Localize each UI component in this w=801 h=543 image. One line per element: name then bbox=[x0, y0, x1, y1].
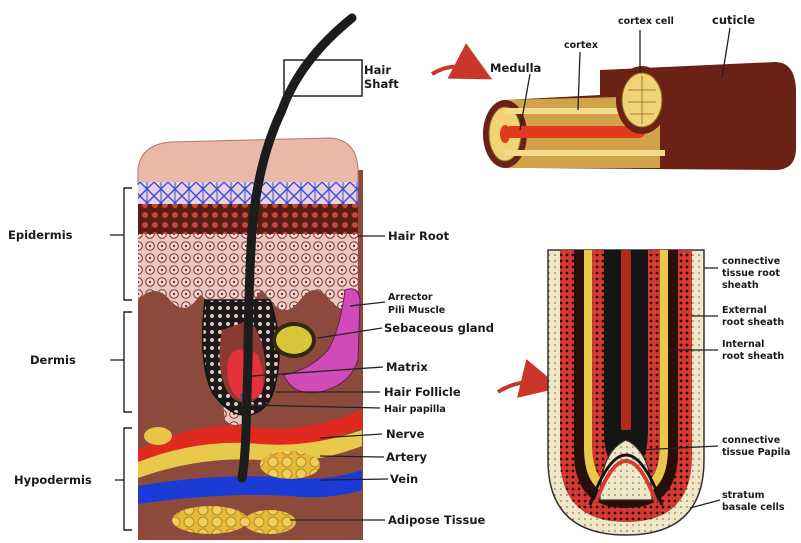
hair-papilla-label: Hair papilla bbox=[384, 404, 446, 415]
hypodermis-label: Hypodermis bbox=[14, 473, 92, 487]
fat-cluster bbox=[144, 427, 172, 445]
adipose-tissue bbox=[172, 506, 248, 534]
external-root-sheath-label-line2: root sheath bbox=[722, 317, 784, 328]
hair-shaft-label-line1: Hair bbox=[364, 63, 391, 77]
artery-label: Artery bbox=[386, 450, 428, 464]
arrow-to-shaft-detail bbox=[432, 66, 478, 74]
medulla-rod bbox=[505, 126, 645, 138]
connective-root-sheath-label-line3: sheath bbox=[722, 280, 759, 291]
arrector-pili-label-line2: Pili Muscle bbox=[388, 305, 445, 316]
dermis-label: Dermis bbox=[30, 353, 76, 367]
stratum-basale-label-line1: stratum bbox=[722, 490, 765, 501]
vein-label: Vein bbox=[390, 472, 418, 486]
connective-root-sheath-label-line2: tissue root bbox=[722, 268, 780, 279]
medulla-label: Medulla bbox=[490, 61, 541, 75]
adipose-tissue bbox=[244, 510, 296, 534]
fat-cluster bbox=[260, 451, 320, 479]
connective-root-sheath-label-line1: connective bbox=[722, 256, 780, 267]
arrow-to-follicle-detail bbox=[498, 382, 545, 392]
adipose-tissue-label: Adipose Tissue bbox=[388, 513, 486, 527]
epidermis-label: Epidermis bbox=[8, 228, 73, 242]
cortex-stripe bbox=[505, 150, 665, 156]
hair-shaft-label-line2: Shaft bbox=[364, 77, 399, 91]
cortex-cell-label: cortex cell bbox=[618, 16, 674, 27]
matrix-label: Matrix bbox=[386, 360, 428, 374]
sebaceous-gland-inner bbox=[276, 326, 312, 354]
cortex-label: cortex bbox=[564, 40, 598, 51]
hair-root-label: Hair Root bbox=[388, 229, 450, 243]
follicle-detail bbox=[548, 250, 704, 535]
external-root-sheath-label-line1: External bbox=[722, 305, 767, 316]
connective-papilla-label-line1: connective bbox=[722, 435, 780, 446]
internal-root-sheath-label-line2: root sheath bbox=[722, 351, 784, 362]
stratum-corneum bbox=[138, 138, 358, 185]
sebaceous-gland-label: Sebaceous gland bbox=[384, 321, 494, 335]
skin-cross-section bbox=[138, 18, 363, 540]
hair-follicle-label: Hair Follicle bbox=[384, 385, 461, 399]
internal-root-sheath-label-line1: Internal bbox=[722, 339, 764, 350]
nerve-label: Nerve bbox=[386, 427, 425, 441]
connective-papilla-label-line2: tissue Papila bbox=[722, 447, 790, 458]
medulla-line bbox=[621, 250, 631, 430]
blue-cell-layer bbox=[138, 182, 358, 204]
stratum-basale-label-line2: basale cells bbox=[722, 502, 785, 513]
layer-brackets bbox=[110, 188, 132, 530]
cuticle-label: cuticle bbox=[712, 13, 755, 27]
arrector-pili-label-line1: Arrector bbox=[388, 292, 433, 303]
hair-shaft-detail bbox=[483, 62, 796, 170]
